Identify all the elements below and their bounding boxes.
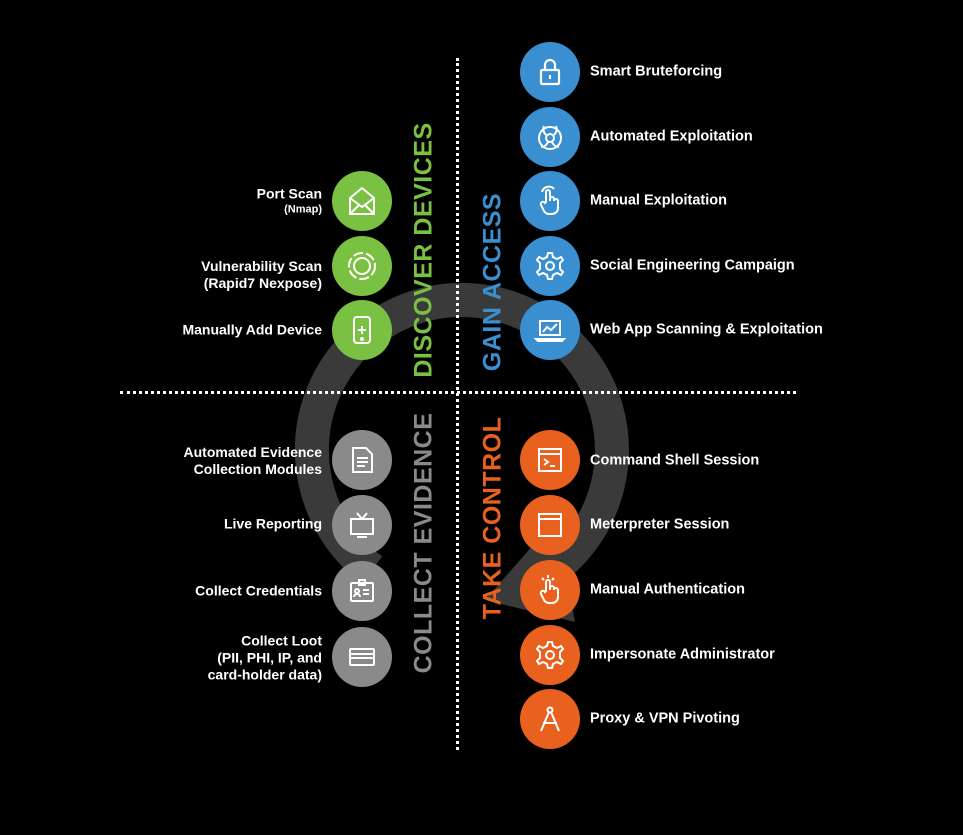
gear-icon [535, 252, 565, 280]
manually-add-device-title: Manually Add Device [182, 321, 322, 338]
vulnerability-scan-circle[interactable] [332, 236, 392, 296]
collect-loot-title: Collect Loot [241, 632, 322, 649]
manual-authentication-circle[interactable] [520, 560, 580, 620]
smart-bruteforcing-circle[interactable] [520, 42, 580, 102]
collect-loot-sub: (PII, PHI, IP, and card-holder data) [207, 649, 322, 683]
ring-scan-icon [348, 252, 376, 280]
collect-loot-label: Collect Loot (PII, PHI, IP, and card-hol… [92, 633, 322, 684]
live-reporting-title: Live Reporting [223, 515, 322, 532]
biohazard-icon [538, 125, 562, 150]
vulnerability-scan-sub: (Rapid7 Nexpose) [203, 275, 322, 291]
collect-credentials-label: Collect Credentials [92, 583, 322, 600]
take-control-heading: TAKE CONTROL [478, 416, 507, 620]
automated-exploitation-circle[interactable] [520, 107, 580, 167]
discover-devices-heading: DISCOVER DEVICES [409, 122, 438, 378]
meterpreter-circle[interactable] [520, 495, 580, 555]
port-scan-circle[interactable] [332, 171, 392, 231]
document-icon [352, 447, 373, 473]
vertical-divider [456, 58, 459, 750]
web-app-scanning-circle[interactable] [520, 300, 580, 360]
compass-icon [540, 706, 560, 732]
horizontal-divider [120, 391, 796, 394]
meterpreter-label: Meterpreter Session [590, 516, 730, 533]
port-scan-title: Port Scan [256, 185, 322, 202]
vulnerability-scan-title: Vulnerability Scan [201, 258, 322, 274]
manually-add-device-label: Manually Add Device [92, 322, 322, 339]
manual-exploitation-circle[interactable] [520, 171, 580, 231]
social-engineering-circle[interactable] [520, 236, 580, 296]
collect-loot-circle[interactable] [332, 627, 392, 687]
credit-card-icon [349, 648, 375, 666]
collect-evidence-heading: COLLECT EVIDENCE [409, 412, 438, 674]
hand-tap-icon [539, 575, 559, 604]
phone-device-icon [353, 316, 371, 344]
id-card-icon [350, 579, 374, 602]
manually-add-device-circle[interactable] [332, 300, 392, 360]
live-reporting-label: Live Reporting [92, 516, 322, 533]
collect-credentials-title: Collect Credentials [195, 582, 322, 599]
proxy-vpn-circle[interactable] [520, 689, 580, 749]
live-reporting-circle[interactable] [332, 495, 392, 555]
laptop-chart-icon [533, 320, 567, 342]
command-shell-label: Command Shell Session [590, 452, 760, 469]
web-app-scanning-label: Web App Scanning & Exploitation [590, 321, 823, 338]
impersonate-administrator-label: Impersonate Administrator [590, 646, 775, 663]
browser-window-icon [538, 513, 562, 537]
manual-authentication-label: Manual Authentication [590, 581, 745, 598]
automated-evidence-circle[interactable] [332, 430, 392, 490]
tv-icon [350, 512, 374, 538]
gain-access-heading: GAIN ACCESS [478, 192, 507, 372]
automated-evidence-title: Automated Evidence Collection Modules [183, 444, 322, 477]
port-scan-sub: (Nmap) [284, 203, 322, 216]
command-shell-circle[interactable] [520, 430, 580, 490]
collect-credentials-circle[interactable] [332, 561, 392, 621]
automated-exploitation-label: Automated Exploitation [590, 128, 753, 145]
gear-icon [535, 641, 565, 669]
terminal-icon [538, 448, 562, 472]
automated-evidence-label: Automated Evidence Collection Modules [92, 444, 322, 478]
smart-bruteforcing-label: Smart Bruteforcing [590, 63, 723, 80]
port-scan-label: Port Scan (Nmap) [92, 186, 322, 217]
envelope-icon [349, 186, 375, 215]
proxy-vpn-label: Proxy & VPN Pivoting [590, 710, 740, 727]
manual-exploitation-label: Manual Exploitation [590, 192, 727, 209]
impersonate-administrator-circle[interactable] [520, 625, 580, 685]
social-engineering-label: Social Engineering Campaign [590, 257, 795, 274]
hand-pointer-icon [539, 185, 559, 215]
vulnerability-scan-label: Vulnerability Scan (Rapid7 Nexpose) [92, 258, 322, 292]
lock-icon [539, 58, 561, 86]
